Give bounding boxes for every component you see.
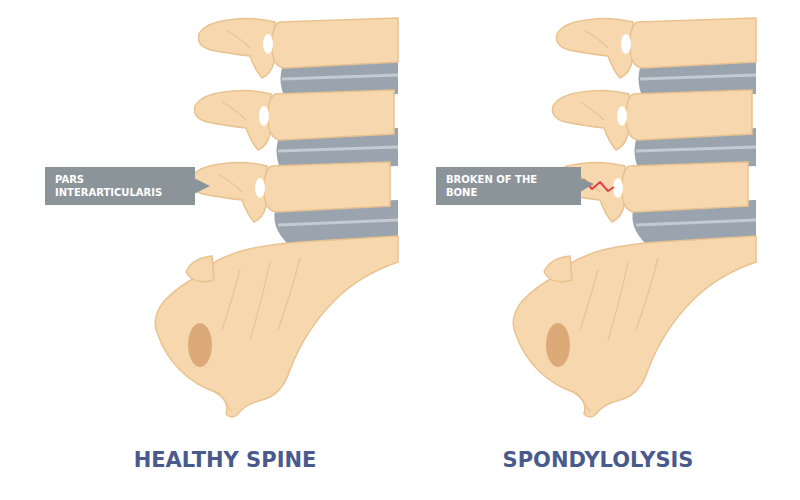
figure-caption: SPONDYLOLYSIS — [503, 448, 694, 472]
callout-box: BROKEN OF THE BONE — [436, 167, 581, 205]
figure-caption: HEALTHY SPINE — [134, 448, 317, 472]
healthy-spine — [155, 18, 398, 417]
callout-box: PARS INTERARTICULARIS — [45, 167, 195, 205]
callout-tail — [580, 178, 594, 192]
callout-text: PARS INTERARTICULARIS — [55, 173, 185, 199]
callout-tail — [194, 178, 210, 194]
callout-text: BROKEN OF THE BONE — [446, 173, 571, 199]
spondylolysis-spine — [513, 18, 756, 417]
